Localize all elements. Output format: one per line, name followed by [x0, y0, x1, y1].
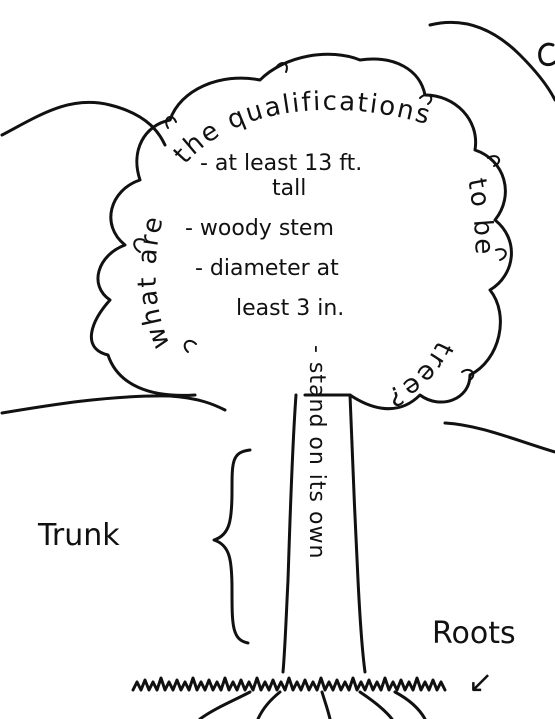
roots-label: Roots — [432, 616, 516, 651]
qualification-line-4: - diameter at — [195, 256, 339, 281]
right-c-mark — [540, 44, 555, 64]
roots-arrow-icon: ↙ — [468, 665, 493, 700]
trunk-note-text: - stand on its own — [304, 345, 329, 559]
right-ground-line — [445, 423, 555, 452]
trunk-label: Trunk — [37, 518, 120, 553]
root-right — [395, 692, 425, 719]
trunk-left-edge — [283, 395, 296, 672]
question-right-text: to be — [461, 176, 499, 257]
root-left — [200, 692, 250, 719]
left-ground-line — [2, 396, 225, 413]
root-center-right — [360, 692, 392, 719]
qualification-line-1: - at least 13 ft. — [200, 151, 362, 176]
left-hill-line — [2, 102, 165, 145]
question-left-text: what are — [133, 212, 177, 353]
qualification-line-3: - woody stem — [185, 216, 334, 241]
trunk-right-edge — [350, 395, 365, 672]
root-center — [322, 692, 330, 719]
crown-curl-left-bottom — [185, 341, 196, 352]
trunk-brace — [214, 450, 250, 643]
grass-scribble — [133, 678, 445, 690]
qualification-line-2: tall — [272, 176, 306, 201]
qualification-line-5: least 3 in. — [236, 296, 344, 321]
top-right-hill-line — [430, 22, 555, 100]
root-center-left — [258, 692, 280, 719]
